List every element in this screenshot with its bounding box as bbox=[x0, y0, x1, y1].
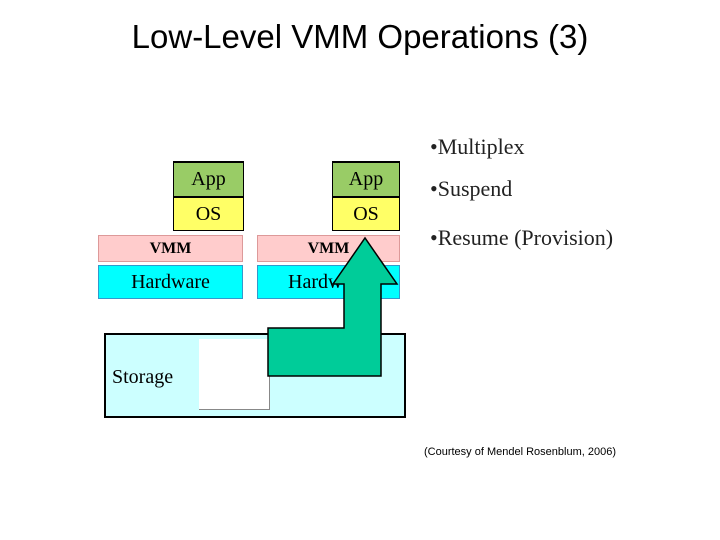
left-app-box: App bbox=[173, 161, 244, 197]
right-os-label: OS bbox=[353, 202, 379, 225]
left-vmm-box: VMM bbox=[98, 235, 243, 262]
left-os-box: OS bbox=[173, 197, 244, 231]
left-hardware-box: Hardware bbox=[98, 265, 243, 299]
left-app-label: App bbox=[191, 168, 226, 190]
right-app-label: App bbox=[348, 168, 384, 190]
right-app-box: App bbox=[332, 161, 400, 197]
storage-white-patch bbox=[199, 339, 270, 410]
restore-arrow-shape bbox=[267, 236, 399, 377]
bullet-multiplex: •Multiplex bbox=[430, 134, 525, 159]
left-hardware-label: Hardware bbox=[131, 270, 210, 293]
right-os-box: OS bbox=[332, 197, 400, 231]
left-vmm-label: VMM bbox=[149, 239, 192, 257]
bullet-resume: •Resume (Provision) bbox=[430, 225, 614, 250]
storage-label: Storage bbox=[112, 366, 174, 388]
bullet-suspend: •Suspend bbox=[430, 176, 513, 201]
right-vmm-label: VMM bbox=[307, 239, 350, 257]
slide-title: Low-Level VMM Operations (3) bbox=[131, 18, 589, 55]
right-hardware-label: Hardw bbox=[288, 270, 343, 293]
courtesy-caption: (Courtesy of Mendel Rosenblum, 2006) bbox=[424, 446, 616, 458]
left-os-label: OS bbox=[195, 202, 222, 225]
